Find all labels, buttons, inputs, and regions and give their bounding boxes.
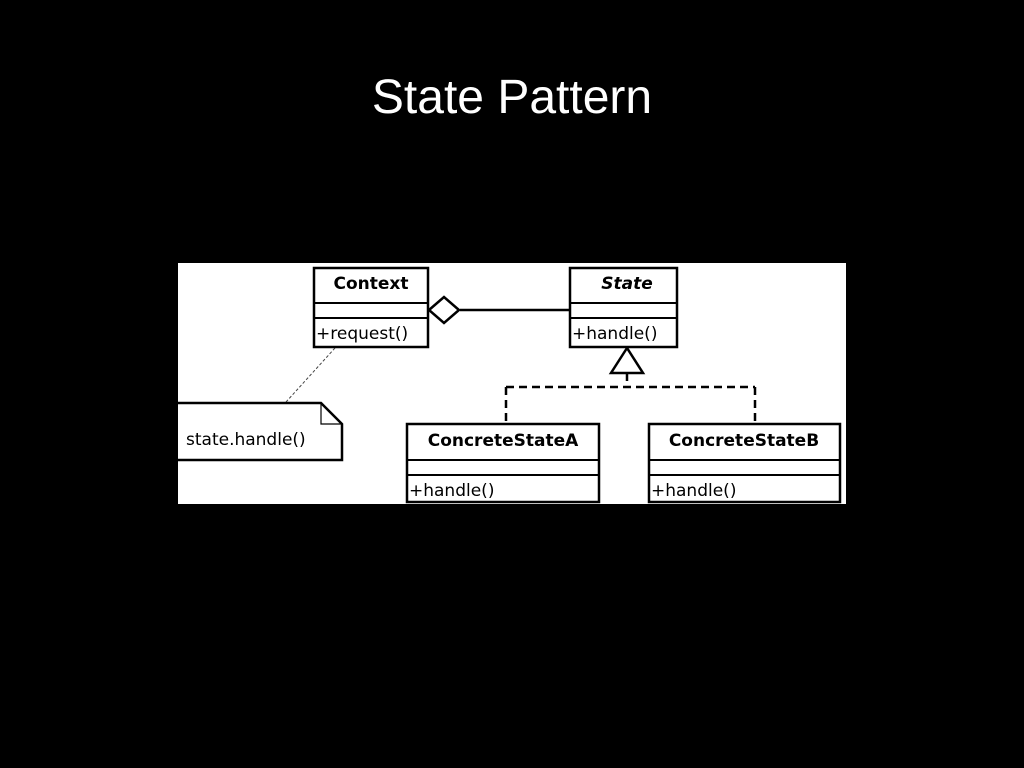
class-state-operation: +handle() [572,324,657,344]
class-state-name: State [601,274,653,294]
note-fold [320,403,342,425]
uml-diagram: Context +request() State +handle() Concr… [178,263,846,504]
class-concrete-state-a: ConcreteStateA +handle() [405,422,601,504]
slide-title: State Pattern [371,71,653,124]
class-context: Context +request() [312,266,430,349]
note: state.handle() [178,401,344,462]
class-concrete-state-b-name: ConcreteStateB [669,431,819,451]
class-concrete-state-b-box [647,422,842,504]
inheritance-triangle [608,345,646,375]
class-concrete-state-a-name: ConcreteStateA [428,431,579,451]
class-concrete-state-b-operation: +handle() [651,481,736,501]
class-concrete-state-a-operation: +handle() [409,481,494,501]
class-concrete-state-a-box [405,422,601,504]
class-context-operation: +request() [316,324,408,344]
note-anchor-line [285,347,336,403]
class-context-box [312,266,430,349]
class-concrete-state-b: ConcreteStateB +handle() [647,422,842,504]
class-state-box [568,266,679,349]
class-context-name: Context [333,274,408,294]
class-state: State +handle() [568,266,679,349]
uml-diagram-canvas: Context +request() State +handle() Concr… [178,266,842,504]
note-text: state.handle() [186,430,306,450]
aggregation-diamond [427,295,461,325]
